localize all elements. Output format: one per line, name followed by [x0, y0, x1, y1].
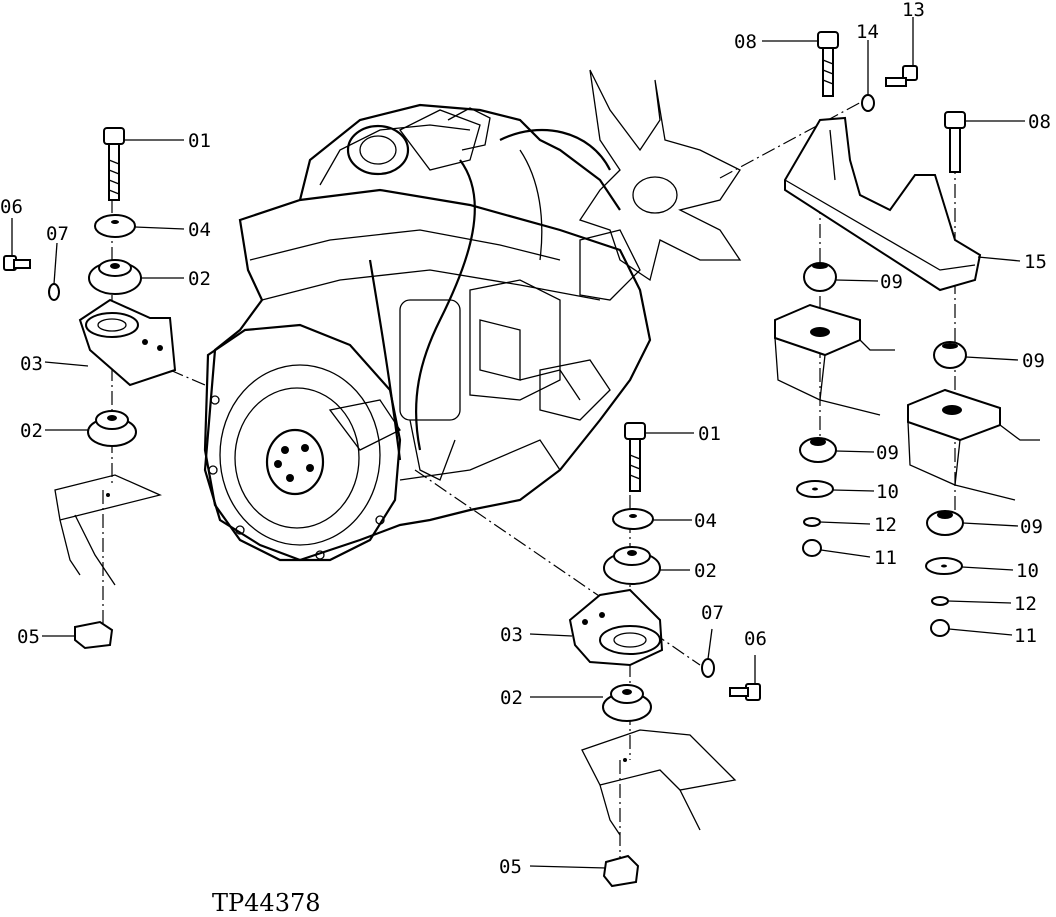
center-mount-parts [568, 422, 761, 888]
right-mount-parts [774, 31, 1040, 637]
frame-plate-center [581, 729, 737, 836]
nut-11-b [930, 619, 950, 637]
label-09-b: 09 [1022, 350, 1045, 372]
bolt-01-center [624, 422, 646, 492]
label-03-left: 03 [20, 353, 43, 375]
bracket-03-left [78, 298, 177, 387]
bolt-13 [885, 65, 918, 87]
washer-07-left [48, 283, 60, 301]
label-02-center-upper: 02 [694, 560, 717, 582]
label-12-b: 12 [1014, 593, 1037, 615]
leader-lines [11, 17, 1025, 869]
label-09-a: 09 [880, 271, 903, 293]
label-08-upper: 08 [734, 31, 757, 53]
cushion-02-center-lower [602, 684, 652, 722]
label-02-left-lower: 02 [20, 420, 43, 442]
label-02-left-upper: 02 [188, 268, 211, 290]
washer-07-center [701, 658, 715, 678]
washer-04-left [94, 214, 136, 238]
part-number-labels: 01 04 02 03 02 05 06 07 08 14 13 08 15 0… [0, 0, 1051, 878]
frame-block-upper [774, 303, 895, 416]
label-05-center: 05 [499, 856, 522, 878]
drawing-reference-number: TP44378 [212, 889, 321, 917]
label-04-left: 04 [188, 219, 211, 241]
washer-12-a [803, 517, 821, 527]
left-mount-parts [3, 127, 177, 650]
label-01-center: 01 [698, 423, 721, 445]
label-12-a: 12 [874, 514, 897, 536]
label-10-a: 10 [876, 481, 899, 503]
label-09-c: 09 [876, 442, 899, 464]
washer-10-b [925, 557, 963, 575]
bolt-08-lower [944, 111, 966, 173]
label-04-center: 04 [694, 510, 717, 532]
washer-10-a [796, 480, 834, 498]
frame-block-lower [907, 388, 1040, 501]
label-03-center: 03 [500, 624, 523, 646]
nut-11-a [802, 539, 822, 557]
label-11-b: 11 [1014, 625, 1037, 647]
label-13: 13 [902, 0, 925, 21]
bolt-06-center [729, 683, 761, 701]
cushion-02-left-lower [87, 410, 137, 447]
label-06-center: 06 [744, 628, 767, 650]
label-01-left: 01 [188, 130, 211, 152]
washer-04-center [612, 508, 654, 530]
bracket-15 [784, 116, 982, 292]
cushion-02-left-upper [88, 259, 142, 295]
bolt-01-left [103, 127, 125, 201]
bolt-06-left [3, 255, 31, 271]
nut-05-left [74, 620, 114, 650]
label-11-a: 11 [874, 547, 897, 569]
label-06-left: 06 [0, 196, 23, 218]
label-07-left: 07 [46, 223, 69, 245]
label-02-center-lower: 02 [500, 687, 523, 709]
cushion-02-center-upper [603, 546, 661, 585]
bracket-03-center [568, 588, 664, 667]
bolt-08-upper [817, 31, 839, 97]
nut-05-center [602, 854, 640, 888]
cushion-09-b [933, 341, 967, 369]
washer-12-b [931, 596, 949, 606]
cushion-09-c [799, 437, 837, 463]
label-05-left: 05 [17, 626, 40, 648]
label-14: 14 [856, 21, 879, 43]
washer-14 [861, 94, 875, 112]
label-09-d: 09 [1020, 516, 1043, 538]
cushion-09-d [926, 510, 964, 536]
frame-plate-left [54, 474, 162, 586]
label-07-center: 07 [701, 602, 724, 624]
label-08-lower: 08 [1028, 111, 1051, 133]
engine-assembly [203, 69, 742, 562]
label-10-b: 10 [1016, 560, 1039, 582]
cushion-09-a [803, 262, 837, 292]
label-15: 15 [1024, 251, 1047, 273]
